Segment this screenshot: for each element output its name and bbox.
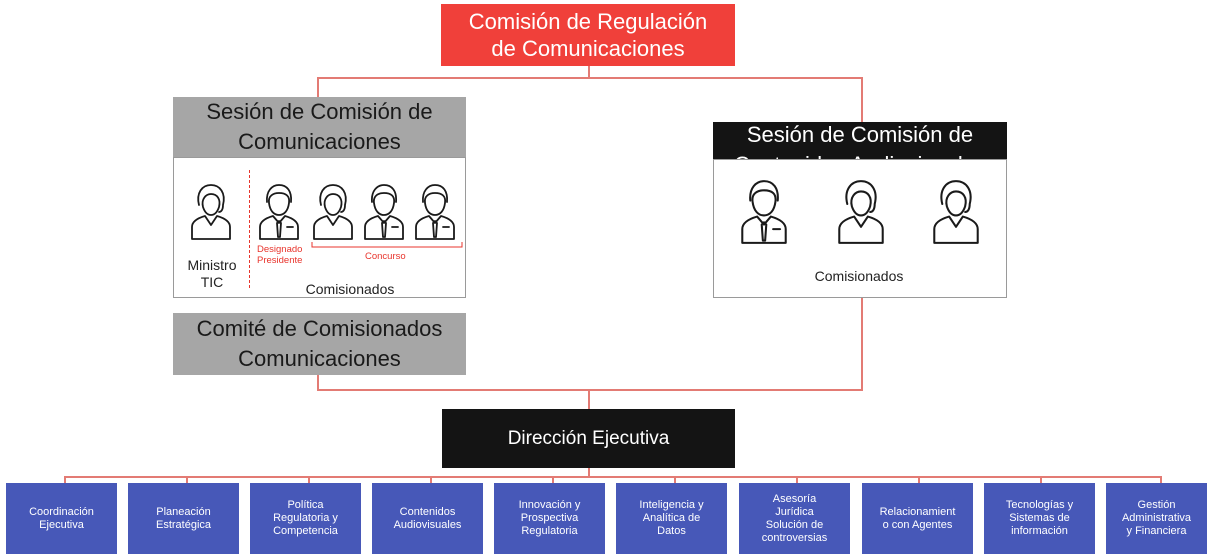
dept-drop-6 [674,476,676,483]
dept-drop-8 [918,476,920,483]
right-header-box [713,122,1007,161]
connector-right-down [861,298,863,390]
person-female-icon [838,180,884,244]
right-comisionados-label: Comisionados [814,268,904,284]
dept-drop-1 [64,476,66,483]
connector-right-drop [861,77,863,122]
concurso-bracket [311,242,463,248]
connector-bottom-horizontal [317,389,863,391]
left-comisionados-label: Comisionados [305,281,395,297]
dept-drop-7 [796,476,798,483]
right-header-text-box: Sesión de Comisión de Contenidos Audiovi… [713,122,1007,177]
dept-innovacion-prospectiva: Innovación y Prospectiva Regulatoria [494,483,605,554]
top-title-box: Comisión de Regulación de Comunicaciones [441,4,735,66]
dept-drop-3 [308,476,310,483]
dept-drop-2 [186,476,188,483]
dept-politica-regulatoria: Política Regulatoria y Competencia [250,483,361,554]
person-male-tie-icon [364,184,404,240]
person-male-tie-icon [741,180,787,244]
connector-top-horizontal [317,77,863,79]
person-female-icon [933,180,979,244]
person-female-icon [191,184,231,240]
comite-box: Comité de Comisionados Comunicaciones [173,313,466,375]
connector-left-down [317,375,319,390]
comite-title: Comité de Comisionados Comunicaciones [196,316,443,371]
connector-top-vertical [588,66,590,78]
dept-contenidos-audiovisuales: Contenidos Audiovisuales [372,483,483,554]
dept-tecnologias-sistemas: Tecnologías y Sistemas de información [984,483,1095,554]
dept-drop-4 [430,476,432,483]
direccion-box: Dirección Ejecutiva [442,409,735,468]
connector-direccion-drop [588,389,590,409]
left-header: Sesión de Comisión de Comunicaciones [206,99,433,154]
dept-planeacion-estrategica: Planeación Estratégica [128,483,239,554]
dept-gestion-administrativa: Gestión Administrativa y Financiera [1106,483,1207,554]
designado-label: Designado Presidente [257,244,303,266]
concurso-label: Concurso [365,251,406,262]
dept-drop-10 [1160,476,1162,483]
left-panel [173,157,466,298]
top-title: Comisión de Regulación de Comunicaciones [468,9,708,61]
dept-drop-5 [552,476,554,483]
dept-relacionamiento-agentes: Relacionamient o con Agentes [862,483,973,554]
ministro-label: Ministro TIC [187,257,237,290]
dept-coordinacion-ejecutiva: Coordinación Ejecutiva [6,483,117,554]
connector-left-drop [317,77,319,97]
person-male-tie-icon [259,184,299,240]
connector-departments-bar [64,476,1162,478]
ministro-separator [249,170,250,288]
person-male-tie-icon [415,184,455,240]
dept-inteligencia-analitica: Inteligencia y Analítica de Datos [616,483,727,554]
left-header-box: Sesión de Comisión de Comunicaciones [173,97,466,157]
connector-direccion-down [588,468,590,477]
direccion-title: Dirección Ejecutiva [507,427,670,449]
dept-asesoria-juridica: Asesoría Jurídica Solución de controvers… [739,483,850,554]
person-female-icon [313,184,353,240]
dept-drop-9 [1040,476,1042,483]
